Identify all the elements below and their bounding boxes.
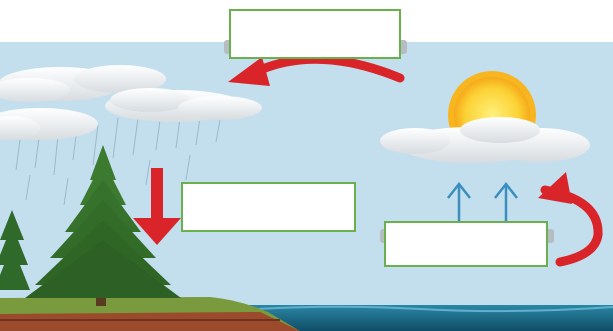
label-box-condensation[interactable] [229, 9, 401, 59]
label-box-evaporation[interactable] [384, 221, 548, 267]
label-box-precipitation[interactable] [181, 182, 356, 232]
